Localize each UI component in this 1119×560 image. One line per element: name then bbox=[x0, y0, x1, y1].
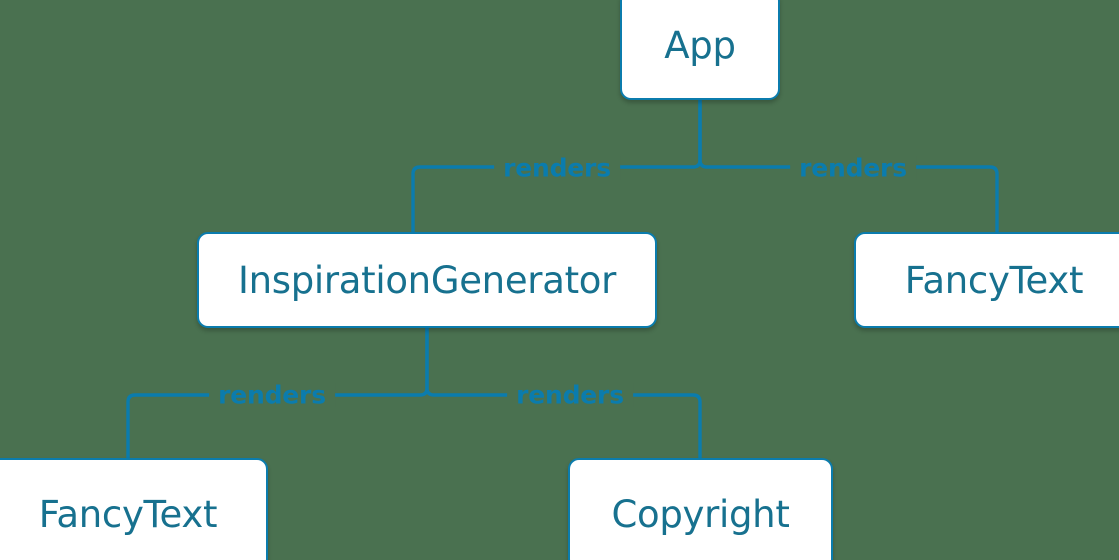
node-fancytext-bottom[interactable]: FancyText bbox=[0, 458, 268, 560]
node-fancytext-bottom-label: FancyText bbox=[38, 492, 218, 536]
node-inspiration-generator[interactable]: InspirationGenerator bbox=[197, 232, 657, 328]
node-copyright[interactable]: Copyright bbox=[568, 458, 833, 560]
edge-label-inspiration-copyright: renders bbox=[507, 382, 633, 408]
node-fancytext-top[interactable]: FancyText bbox=[854, 232, 1119, 328]
node-app[interactable]: App bbox=[620, 0, 780, 100]
node-fancytext-top-label: FancyText bbox=[904, 258, 1084, 302]
node-inspiration-generator-label: InspirationGenerator bbox=[237, 258, 617, 302]
node-app-label: App bbox=[664, 23, 736, 67]
edge-label-inspiration-fancytext: renders bbox=[209, 382, 335, 408]
edge-label-app-fancytext: renders bbox=[790, 155, 916, 181]
node-copyright-label: Copyright bbox=[611, 492, 790, 536]
edge-label-app-inspiration: renders bbox=[494, 155, 620, 181]
